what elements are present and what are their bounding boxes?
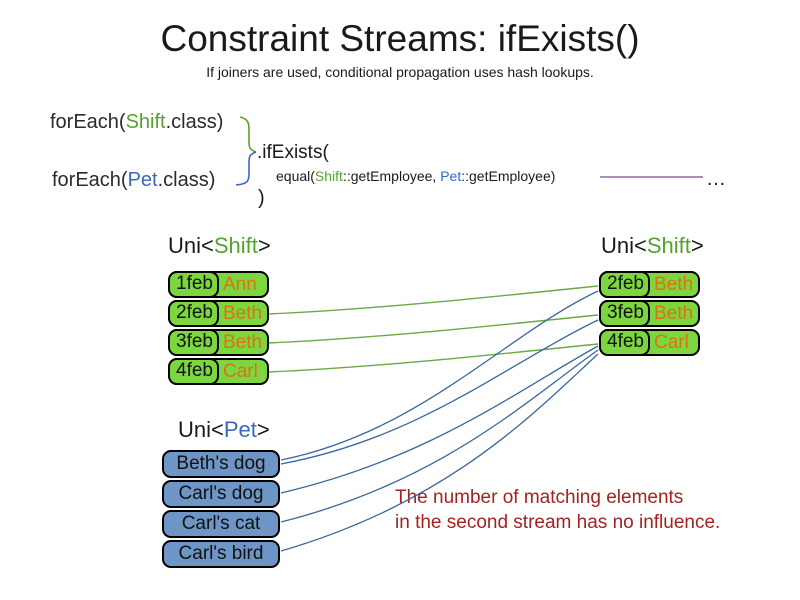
employee-cell: Carl [222, 360, 258, 382]
right-shift-table-label: Uni<Shift> [601, 233, 704, 258]
left-shift-table-label: Uni<Shift> [168, 233, 271, 258]
employee-cell: Beth [653, 302, 694, 324]
code-text: .class) [157, 169, 216, 191]
ellipsis-text: … [706, 168, 728, 190]
date-cell: 4feb [168, 358, 219, 385]
match-line-carlsdog-4feb [280, 345, 599, 494]
employee-cell: Beth [222, 331, 263, 353]
date-cell: 3feb [168, 329, 219, 356]
date-cell: 2feb [599, 271, 650, 298]
code-text: ::getEmployee, [342, 168, 441, 184]
employee-cell: Carl [653, 331, 689, 353]
brace-bottom-blue [235, 151, 257, 186]
table-row: Beth's dog [162, 450, 280, 478]
employee-cell: Beth [653, 273, 694, 295]
match-line-bethsdog-2feb [280, 290, 599, 461]
shift-class-token: Shift [125, 111, 166, 133]
code-text: .class) [165, 111, 224, 133]
code-ifexists: .ifExists( [257, 142, 329, 163]
code-text: equal( [276, 168, 315, 184]
employee-cell: Ann [222, 273, 257, 295]
page-title: Constraint Streams: ifExists() [160, 18, 640, 59]
employee-cell: Beth [222, 302, 263, 324]
match-line-2feb [267, 285, 599, 315]
date-cell: 3feb [599, 300, 650, 327]
table-row: Carl's dog [162, 480, 280, 508]
code-text: forEach( [50, 111, 126, 133]
table-row: Carl's bird [162, 540, 280, 568]
note-line-2: in the second stream has no influence. [395, 512, 721, 533]
code-equal-joiner: equal(Shift::getEmployee, Pet::getEmploy… [276, 168, 555, 184]
date-cell: 1feb [168, 271, 219, 298]
date-cell: 2feb [168, 300, 219, 327]
pet-table: Beth's dog Carl's dog Carl's cat Carl's … [162, 450, 280, 570]
code-text: ::getEmployee) [461, 168, 556, 184]
match-line-4feb [267, 343, 599, 373]
shift-class-token: Shift [314, 168, 343, 184]
table-row: Carl's cat [162, 510, 280, 538]
match-line-bethsdog-3feb [280, 319, 599, 465]
code-foreach-pet: forEach(Pet.class) [52, 169, 215, 192]
code-close-paren: ) [258, 187, 265, 209]
brace-top-green [239, 116, 257, 153]
match-line-3feb [267, 314, 599, 344]
note-line-1: The number of matching elements [395, 487, 684, 508]
page-subtitle: If joiners are used, conditional propaga… [206, 64, 594, 80]
code-text: forEach( [52, 169, 128, 191]
pet-table-label: Uni<Pet> [178, 417, 270, 442]
note-text: The number of matching elements in the s… [395, 485, 720, 535]
code-foreach-shift: forEach(Shift.class) [50, 111, 223, 134]
pet-class-token: Pet [127, 169, 158, 191]
date-cell: 4feb [599, 329, 650, 356]
pet-class-token: Pet [440, 168, 462, 184]
